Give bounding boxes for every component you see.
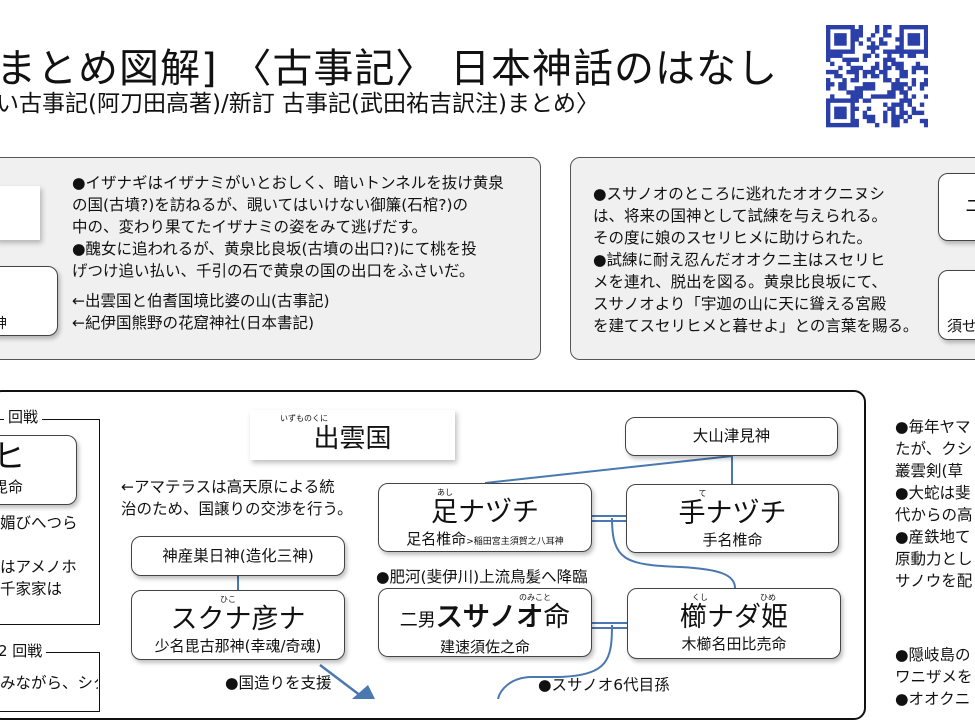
partial-box-label: 須せ [947, 317, 975, 335]
yomi-description: ●イザナギはイザナミがいとおしく、暗いトンネルを抜け黄泉 の国(古墳?)を訪ねる… [72, 172, 504, 334]
descendant-line [530, 624, 613, 678]
text-line: スサノオより「宇迦の山に天に聳える宮殿 [593, 295, 887, 313]
god-formal-name: 足名椎命 [406, 530, 467, 548]
round1-label: 回戦 [4, 406, 43, 427]
text-line: 中の、変わり果てたイザナミの姿をみて逃げだす。 [72, 218, 427, 236]
child-line [611, 517, 736, 589]
susanoo-box[interactable]: のみこと 二男スサノオ命 建速須佐之命 [378, 588, 592, 657]
text-line: 千家家は [0, 580, 63, 598]
qr-code-icon[interactable] [826, 25, 928, 128]
parent-line [484, 455, 733, 484]
note-line: ←紀伊国熊野の花窟神社(日本書記) [72, 314, 315, 332]
partial-box-label: 神 [0, 316, 7, 332]
marriage-line [592, 515, 626, 522]
text-line: たが、クシ [895, 440, 973, 458]
ashinazuchi-box[interactable]: あし 足ナヅチ 足名椎命>稲田宮主須賀之八耳神 [378, 483, 592, 552]
connector-lines [237, 455, 736, 699]
izumo-title-box: いずものくに 出雲国 [250, 410, 455, 460]
text-line: ●オオクニ [895, 690, 971, 708]
kamimusubi-box[interactable]: 神産巣日神(造化三神) [131, 536, 345, 576]
god-name: スサノオ [435, 602, 544, 633]
text-line: ●産鉄地て [895, 528, 971, 546]
god-formal-name: 木櫛名田比売命 [681, 635, 787, 653]
god-formal-name: 建速須佐之命 [439, 638, 530, 656]
text-line: の国(古墳?)を訪ねるが、覗いてはいけない御簾(石棺?)の [72, 196, 469, 214]
text-line: ●試練に耐え忍んだオオクニ主はスセリヒ [593, 251, 886, 269]
support-note: ●国造りを支援 [225, 674, 332, 692]
god-name: 手ナヅチ [678, 498, 787, 529]
text-line: 原動力とし [895, 550, 973, 568]
partial-title-box [0, 186, 40, 240]
text-line: ●イザナギはイザナミがいとおしく、暗いトンネルを抜け黄泉 [72, 174, 504, 192]
god-name: 神産巣日神(造化三神) [162, 547, 314, 565]
text-line: 媚びへつら [0, 514, 78, 532]
round1-god-box[interactable]: ヒ 毘命 [0, 435, 77, 505]
text-line: ワニザメを [895, 668, 973, 686]
orochi-text: ●毎年ヤマ たが、クシ 叢雲剣(草 ●大蛇は斐 代からの高 ●産鉄地て 原動力と… [895, 416, 975, 592]
god-name: ヒ [0, 436, 76, 476]
god-formal-name: 手名椎命 [702, 531, 763, 549]
ruby: あし [437, 488, 453, 497]
god-formal-name: 毘命 [0, 478, 24, 496]
title-suffix: 命 [543, 602, 571, 633]
text-line: ●醜女に追われるが、黄泉比良坂(古墳の出口?)にて桃を投 [72, 240, 477, 258]
partial-god-box[interactable]: 須せ [938, 270, 975, 340]
kushinada-box[interactable]: くし ひめ 櫛ナダ姫 木櫛名田比売命 [627, 588, 841, 659]
text-line: 代からの高 [895, 506, 973, 524]
ruby: ひめ [760, 593, 776, 602]
ruby: ひこ [220, 595, 236, 604]
text-line: サノウを配 [895, 572, 973, 590]
round2-label: 2 回戦 [0, 640, 47, 661]
round2-text: みながら、シタ [0, 674, 98, 692]
sukuna-box[interactable]: ひこ スクナ彦ナ 少名毘古那神(幸魂/奇魂) [131, 590, 345, 660]
text-line: メを連れ、脱出を図る。黄泉比良坂にて、 [593, 273, 887, 291]
text-line: は、将来の国神として試練を与えられる。 [593, 207, 888, 225]
text-line: を建てスセリヒメと暮せよ」との言葉を賜る。 [593, 317, 919, 335]
round1-text: 媚びへつら はアメノホ 千家家は [0, 512, 98, 600]
god-later-name: >稲田宮主須賀之八耳神 [466, 537, 564, 547]
arrow-head-icon [352, 685, 375, 699]
ooyamatsumi-box[interactable]: 大山津見神 [625, 417, 838, 456]
text-line: 治のため、国譲りの交渉を行う。 [121, 500, 353, 518]
text-line: はアメノホ [0, 558, 77, 576]
partial-box-label: ニ [965, 196, 975, 217]
descendant-line [497, 676, 531, 699]
descent-note: ●肥河(斐伊川)上流鳥髪へ降臨 [376, 568, 588, 586]
text-line: ●大蛇は斐 [895, 484, 971, 502]
text-line: その度に娘のスセリヒメに助けられた。 [593, 229, 873, 247]
grandson-note: ●スサノオ6代目孫 [538, 676, 670, 694]
ruby: くし [692, 593, 708, 602]
god-name: 大山津見神 [692, 427, 771, 445]
text-line: ●隠岐島の [895, 646, 971, 664]
partial-god-box[interactable]: 神 [0, 266, 58, 336]
god-name: スクナ彦ナ [170, 604, 306, 635]
amaterasu-note: ←アマテラスは高天原による統 治のため、国譲りの交渉を行う。 [121, 476, 353, 520]
god-name: 足ナヅチ [431, 497, 539, 528]
trial-description: ●スサノオのところに逃れたオオクニヌシ は、将来の国神として試練を与えられる。 … [593, 183, 918, 337]
inaba-text: ●隠岐島の ワニザメを ●オオクニ [895, 644, 975, 710]
ruby: いずものくに [280, 414, 328, 423]
text-line: ←アマテラスは高天原による統 [121, 478, 335, 496]
god-formal-name: 少名毘古那神(幸魂/奇魂) [154, 637, 322, 655]
page-title: まとめ図解] 〈古事記〉 日本神話のはなし [0, 46, 779, 92]
text-line: げつけ追い払い、千引の石で黄泉の国の出口をふさいだ。 [72, 262, 475, 280]
note-line: ←出雲国と伯耆国境比婆の山(古事記) [72, 292, 330, 310]
tenazuchi-box[interactable]: て 手ナヅチ 手名椎命 [626, 484, 839, 553]
page-subtitle: い古事記(阿刀田高著)/新訂 古事記(武田祐吉訳注)まとめ〉 [0, 91, 599, 117]
izumo-label: 出雲国 [313, 424, 392, 454]
marriage-line [592, 622, 627, 629]
partial-god-box[interactable]: ニ [938, 173, 975, 241]
son-order: 二男 [399, 610, 436, 631]
god-name: 櫛ナダ姫 [680, 602, 788, 633]
text-line: ●スサノオのところに逃れたオオクニヌシ [593, 185, 885, 203]
text-line: 叢雲剣(草 [895, 462, 964, 480]
text-line: ●毎年ヤマ [895, 418, 971, 436]
ruby: て [698, 489, 707, 498]
yomi-panel [0, 157, 541, 360]
okuninushi-trial-panel [570, 157, 975, 360]
ruby: のみこと [519, 593, 551, 602]
support-arrow [319, 664, 366, 699]
